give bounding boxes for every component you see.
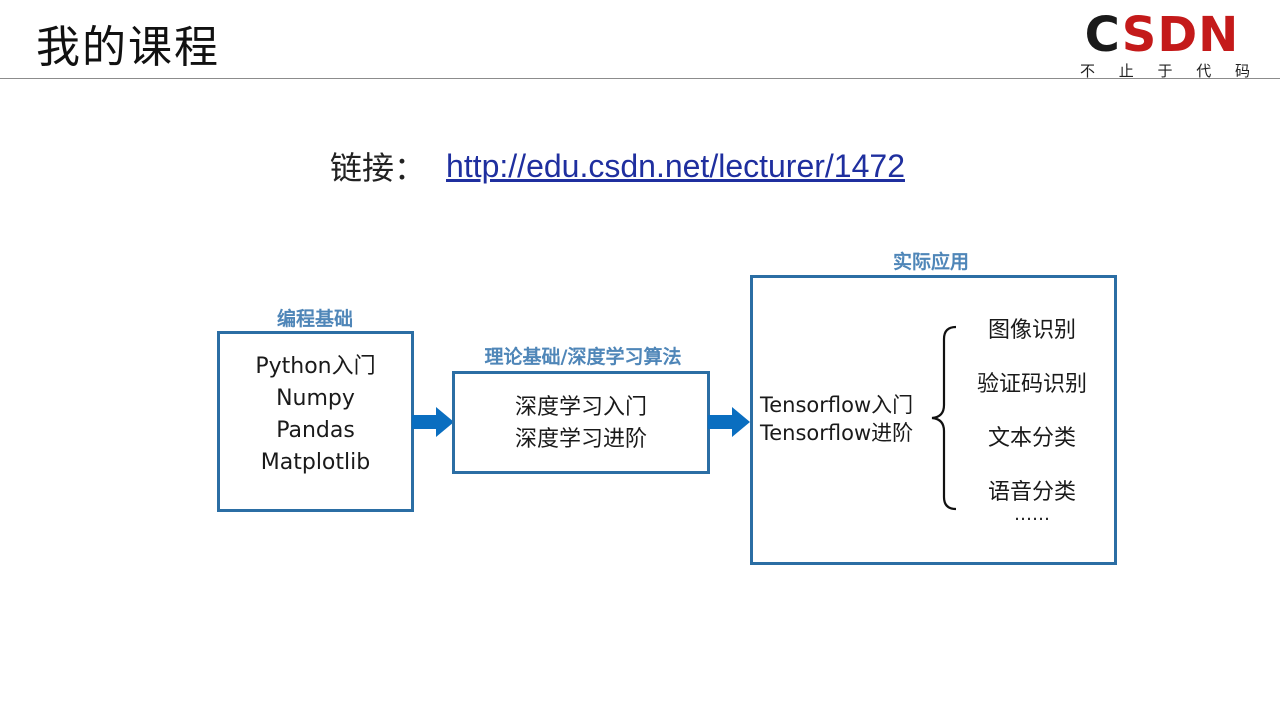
header-divider <box>0 78 1280 79</box>
application-item: 图像识别 <box>987 318 1076 343</box>
basics-item: Pandas <box>276 418 355 443</box>
slogan-char: 代 <box>1196 62 1212 80</box>
curly-brace-icon <box>931 325 957 511</box>
basics-item: Numpy <box>276 386 355 411</box>
arrow-right-icon <box>708 407 750 437</box>
theory-item: 深度学习入门 <box>514 395 647 420</box>
course-link-row: 链接： http://edu.csdn.net/lecturer/1472 <box>330 142 905 190</box>
logo-slogan: 不 止 于 代 码 <box>1080 62 1250 80</box>
basics-items: Python入门 Numpy Pandas Matplotlib <box>220 351 411 479</box>
theory-items: 深度学习入门 深度学习进阶 <box>455 392 707 456</box>
slogan-char: 于 <box>1157 62 1173 80</box>
csdn-logo: CSDN 不 止 于 代 码 <box>1074 7 1254 82</box>
application-ellipsis: …… <box>1014 504 1050 525</box>
practice-items: Tensorflow入门 Tensorflow进阶 <box>760 391 932 447</box>
application-item: 文本分类 <box>987 426 1076 451</box>
basics-box: Python入门 Numpy Pandas Matplotlib <box>217 331 414 512</box>
course-link[interactable]: http://edu.csdn.net/lecturer/1472 <box>446 147 905 184</box>
slogan-char: 止 <box>1118 62 1134 80</box>
basics-item: Matplotlib <box>260 450 371 475</box>
theory-label: 理论基础/深度学习算法 <box>484 346 682 368</box>
basics-label: 编程基础 <box>276 308 353 330</box>
practice-box <box>750 275 1117 565</box>
theory-box: 深度学习入门 深度学习进阶 <box>452 371 710 474</box>
practice-label: 实际应用 <box>892 251 969 273</box>
practice-item: Tensorflow进阶 <box>760 421 914 445</box>
theory-item: 深度学习进阶 <box>514 427 647 452</box>
slogan-char: 不 <box>1080 62 1096 80</box>
basics-item: Python入门 <box>255 354 376 379</box>
practice-item: Tensorflow入门 <box>760 393 914 417</box>
logo-wordmark: CSDN <box>1084 7 1240 63</box>
slide-title: 我的课程 <box>36 22 220 73</box>
application-item: 验证码识别 <box>976 372 1087 397</box>
application-item: 语音分类 <box>987 480 1076 505</box>
slogan-char: 码 <box>1234 62 1250 80</box>
arrow-right-icon <box>412 407 454 437</box>
link-label: 链接： <box>330 149 427 187</box>
